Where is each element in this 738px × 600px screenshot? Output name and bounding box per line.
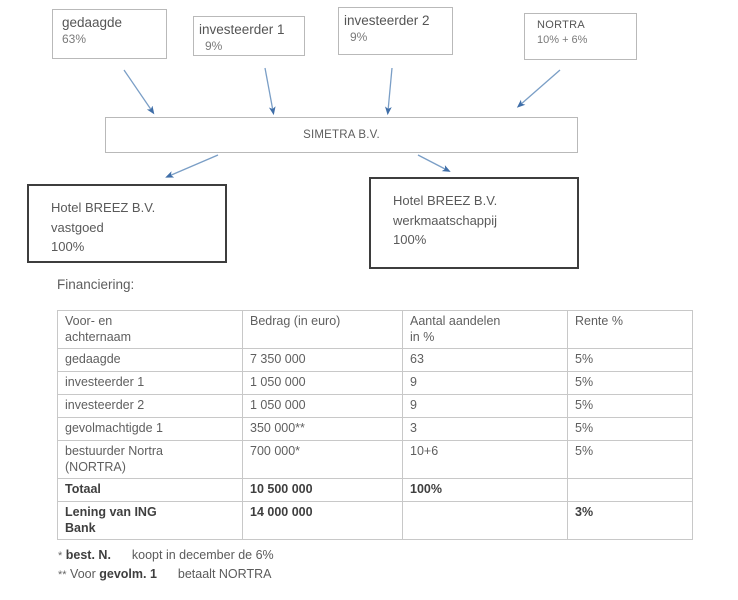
cell-name: gedaagde xyxy=(57,348,243,372)
subsidiary-box-hotel-werkmaatschappij: Hotel BREEZ B.V. werkmaatschappij 100% xyxy=(369,177,579,269)
cell-name: investeerder 1 xyxy=(57,371,243,395)
subsidiary-name: Hotel BREEZ B.V. xyxy=(51,200,156,215)
shareholder-box-gedaagde: gedaagde 63% xyxy=(52,9,167,59)
subsidiary-share: 100% xyxy=(51,239,85,254)
cell-rate: 5% xyxy=(567,394,693,418)
financing-section-label: Financiering: xyxy=(57,277,135,292)
shareholder-share: 9% xyxy=(350,29,368,44)
cell-rate xyxy=(567,478,693,502)
financing-table-wrapper: Voor- en achternaam Bedrag (in euro) Aan… xyxy=(57,310,693,540)
cell-shares xyxy=(402,501,568,540)
cell-shares: 3 xyxy=(402,417,568,441)
table-row-loan: Lening van ING Bank 14 000 000 3% xyxy=(57,501,693,540)
cell-rate: 5% xyxy=(567,348,693,372)
arrow-investeerder1-to-simetra xyxy=(264,67,276,116)
cell-name-line-1: bestuurder Nortra xyxy=(65,444,163,458)
footnote-2: ** Voor gevolm. 1 betaalt NORTRA xyxy=(58,565,274,584)
footnote-text: betaalt NORTRA xyxy=(177,567,272,582)
table-row: gedaagde 7 350 000 63 5% xyxy=(57,348,693,372)
cell-amount: 700 000* xyxy=(242,440,403,479)
table-header-cell-amount: Bedrag (in euro) xyxy=(242,310,403,349)
arrow-gedaagde-to-simetra xyxy=(123,69,155,115)
footnote-prefix: Voor xyxy=(70,567,96,582)
cell-name: bestuurder Nortra (NORTRA) xyxy=(57,440,243,479)
shareholder-box-investeerder-2: investeerder 2 9% xyxy=(338,7,453,55)
table-header-row: Voor- en achternaam Bedrag (in euro) Aan… xyxy=(57,310,693,349)
table-header-cell-shares: Aantal aandelen in % xyxy=(402,310,568,349)
cell-shares: 63 xyxy=(402,348,568,372)
subsidiary-role: werkmaatschappij xyxy=(393,212,498,228)
arrow-simetra-to-hotel-werkmaatschappij xyxy=(417,154,451,172)
cell-amount: 14 000 000 xyxy=(242,501,403,540)
cell-shares: 9 xyxy=(402,394,568,418)
subsidiary-box-hotel-vastgoed: Hotel BREEZ B.V. vastgoed 100% xyxy=(27,184,227,263)
shareholder-share: 63% xyxy=(62,31,87,46)
table-row-total: Totaal 10 500 000 100% xyxy=(57,478,693,502)
footnote-subject: best. N. xyxy=(65,548,111,562)
footnote-1: * best. N. koopt in december de 6% xyxy=(58,546,274,565)
shareholder-name: NORTRA xyxy=(537,19,586,31)
footnote-marker: * xyxy=(58,550,63,562)
shareholder-name: gedaagde xyxy=(62,15,123,30)
footnote-text: koopt in december de 6% xyxy=(131,548,274,562)
header-line-1: Voor- en xyxy=(65,314,113,328)
table-header-cell-rate: Rente % xyxy=(567,310,693,349)
subsidiary-name: Hotel BREEZ B.V. xyxy=(393,193,498,208)
cell-amount: 10 500 000 xyxy=(242,478,403,502)
table-row: gevolmachtigde 1 350 000** 3 5% xyxy=(57,417,693,441)
financing-table: Voor- en achternaam Bedrag (in euro) Aan… xyxy=(57,310,693,540)
footnote-marker: ** xyxy=(58,569,67,582)
footnotes: * best. N. koopt in december de 6% ** Vo… xyxy=(58,546,274,585)
shareholder-share: 9% xyxy=(205,38,223,53)
table-row-nortra: bestuurder Nortra (NORTRA) 700 000* 10+6… xyxy=(57,440,693,479)
shareholder-name: investeerder 1 xyxy=(199,22,285,37)
footnote-subject: gevolm. 1 xyxy=(99,567,157,582)
cell-amount: 7 350 000 xyxy=(242,348,403,372)
arrow-nortra-to-simetra xyxy=(516,69,561,108)
cell-shares: 10+6 xyxy=(402,440,568,479)
cell-label: Lening van ING Bank xyxy=(57,501,243,540)
cell-name: gevolmachtigde 1 xyxy=(57,417,243,441)
subsidiary-share: 100% xyxy=(393,232,427,247)
table-row: investeerder 2 1 050 000 9 5% xyxy=(57,394,693,418)
table-row: investeerder 1 1 050 000 9 5% xyxy=(57,371,693,395)
arrow-investeerder2-to-simetra xyxy=(385,67,393,116)
header-line-2: achternaam xyxy=(65,330,132,344)
subsidiary-role: vastgoed xyxy=(51,219,104,235)
cell-name: investeerder 2 xyxy=(57,394,243,418)
cell-shares: 100% xyxy=(402,478,568,502)
cell-amount: 1 050 000 xyxy=(242,371,403,395)
shareholder-share: 10% + 6% xyxy=(537,33,588,46)
cell-shares: 9 xyxy=(402,371,568,395)
table-header-cell-name: Voor- en achternaam xyxy=(57,310,243,349)
shareholder-box-nortra: NORTRA 10% + 6% xyxy=(524,13,637,60)
header-line-2: in % xyxy=(410,330,435,344)
cell-amount: 1 050 000 xyxy=(242,394,403,418)
parent-company-box-simetra: SIMETRA B.V. xyxy=(105,117,578,153)
arrow-simetra-to-hotel-vastgoed xyxy=(165,154,219,178)
cell-amount: 350 000** xyxy=(242,417,403,441)
shareholder-name: investeerder 2 xyxy=(344,13,430,28)
cell-rate: 5% xyxy=(567,417,693,441)
cell-rate: 5% xyxy=(567,371,693,395)
cell-label-line-1: Lening van ING xyxy=(65,505,157,519)
parent-company-name: SIMETRA B.V. xyxy=(303,129,380,141)
cell-name-line-2: (NORTRA) xyxy=(65,460,126,474)
cell-label: Totaal xyxy=(57,478,243,502)
shareholder-box-investeerder-1: investeerder 1 9% xyxy=(193,16,305,56)
header-line-1: Aantal aandelen xyxy=(410,314,501,328)
cell-label-line-2: Bank xyxy=(65,521,96,535)
cell-rate: 5% xyxy=(567,440,693,479)
cell-rate: 3% xyxy=(567,501,693,540)
